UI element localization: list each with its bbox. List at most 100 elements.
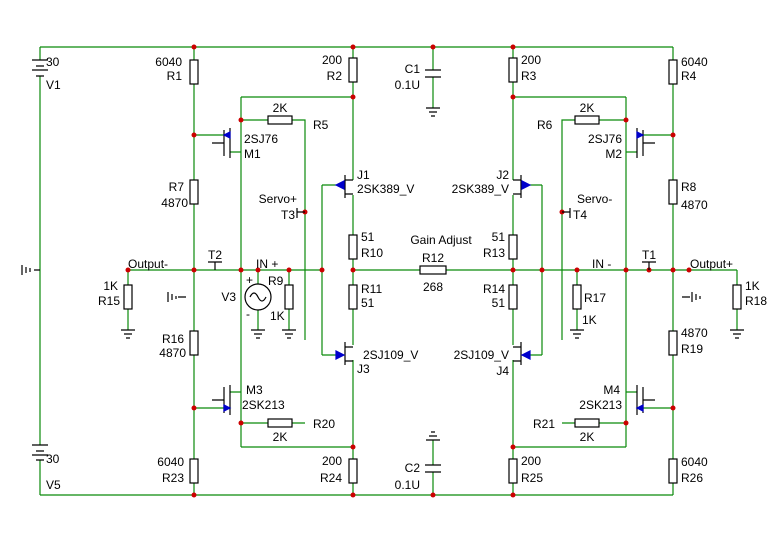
servo-minus-label: Servo- [577,192,612,206]
r13-value: 51 [492,230,506,244]
r3-value: 200 [521,53,541,67]
resistor-r15 [123,284,133,310]
r2-name: R2 [327,69,343,83]
capacitor-c2 [425,431,441,473]
r11-value: 51 [361,296,375,310]
test-point-t2 [208,261,222,270]
r18-name: R18 [745,294,767,308]
t2-label: T2 [208,248,222,262]
resistor-r11 [348,284,358,310]
r18-value: 1K [745,279,760,293]
r14-name: R14 [483,282,505,296]
ground-icon [282,329,296,339]
test-point-t4 [562,208,571,218]
capacitors [425,69,441,473]
resistor-r13 [508,234,518,260]
resistor-r5 [267,115,293,125]
c1-name: C1 [405,62,421,76]
m3-part: 2SK213 [242,398,285,412]
j4-part: 2SJ109_V [454,348,509,362]
c2-name: C2 [405,461,421,475]
r21-name: R21 [533,417,555,431]
v1-name: V1 [46,78,61,92]
ground-icon [121,329,135,339]
resistor-r21 [574,418,600,428]
r4-value: 6040 [681,55,708,69]
r19-name: R19 [681,342,703,356]
v1-value: 30 [46,55,60,69]
r20-name: R20 [313,417,335,431]
r26-name: R26 [681,471,703,485]
r16-value: 4870 [159,346,186,360]
jfet-j3 [335,342,353,365]
r15-value: 1K [103,279,118,293]
resistor-r18 [732,284,742,310]
in-minus-label: IN - [592,257,611,271]
r10-name: R10 [361,246,383,260]
ground-icon [167,292,186,302]
resistor-r3 [508,57,518,83]
ground-icon [730,329,744,339]
r7-value: 4870 [161,196,188,210]
test-point-t1 [642,261,656,270]
r7-name: R7 [169,180,185,194]
j4-name: J4 [496,364,509,378]
r6-name: R6 [537,118,553,132]
r21-value: 2K [580,430,595,444]
r10-value: 51 [361,230,375,244]
r8-value: 4870 [681,198,708,212]
capacitor-c1 [425,69,441,117]
resistor-r20 [267,418,293,428]
mosfet-m2 [636,128,655,158]
signal-source-v3: + - [244,273,272,321]
t4-label: T4 [573,208,587,222]
resistor-r14 [508,284,518,310]
r12-name: R12 [422,251,444,265]
j1-name: J1 [357,168,370,182]
mosfet-m4 [635,385,655,415]
j3-part: 2SJ109_V [363,348,418,362]
v5-value: 30 [46,452,60,466]
t3-label: T3 [281,208,295,222]
r11-name: R11 [361,282,382,296]
resistor-r24 [348,458,358,484]
resistor-r12 [419,265,447,275]
resistor-r1 [189,59,199,85]
batteries [32,59,48,461]
j2-name: J2 [496,168,509,182]
m2-part: 2SJ76 [588,132,622,146]
r5-name: R5 [313,118,329,132]
test-point-t3 [296,208,305,218]
r26-value: 6040 [681,455,708,469]
jfet-j1 [334,175,353,198]
svg-text:+: + [246,273,253,287]
r23-name: R23 [162,471,184,485]
r14-value: 51 [492,296,506,310]
grounds [21,265,744,339]
servo-plus-label: Servo+ [259,192,297,206]
in-plus-label: IN + [256,257,278,271]
r17-value: 1K [582,313,597,327]
r12-label: Gain Adjust [410,233,472,247]
m2-name: M2 [605,147,622,161]
j2-part: 2SK389_V [452,182,509,196]
r8-name: R8 [681,180,697,194]
resistor-r26 [668,458,678,484]
m1-part: 2SJ76 [244,132,278,146]
battery-v5 [32,444,48,461]
r25-name: R25 [521,471,543,485]
jfets [334,175,532,365]
c1-value: 0.1U [395,78,420,92]
v5-name: V5 [46,478,61,492]
mosfet-m3 [212,385,232,415]
r12-value: 268 [423,280,443,294]
resistor-r2 [348,57,358,83]
r17-name: R17 [584,291,606,305]
t1-label: T1 [642,248,656,262]
resistor-r9 [284,284,294,310]
ground-icon [570,329,584,339]
junction-dots [125,44,692,498]
r20-value: 2K [273,430,288,444]
ground-icon [682,292,701,302]
